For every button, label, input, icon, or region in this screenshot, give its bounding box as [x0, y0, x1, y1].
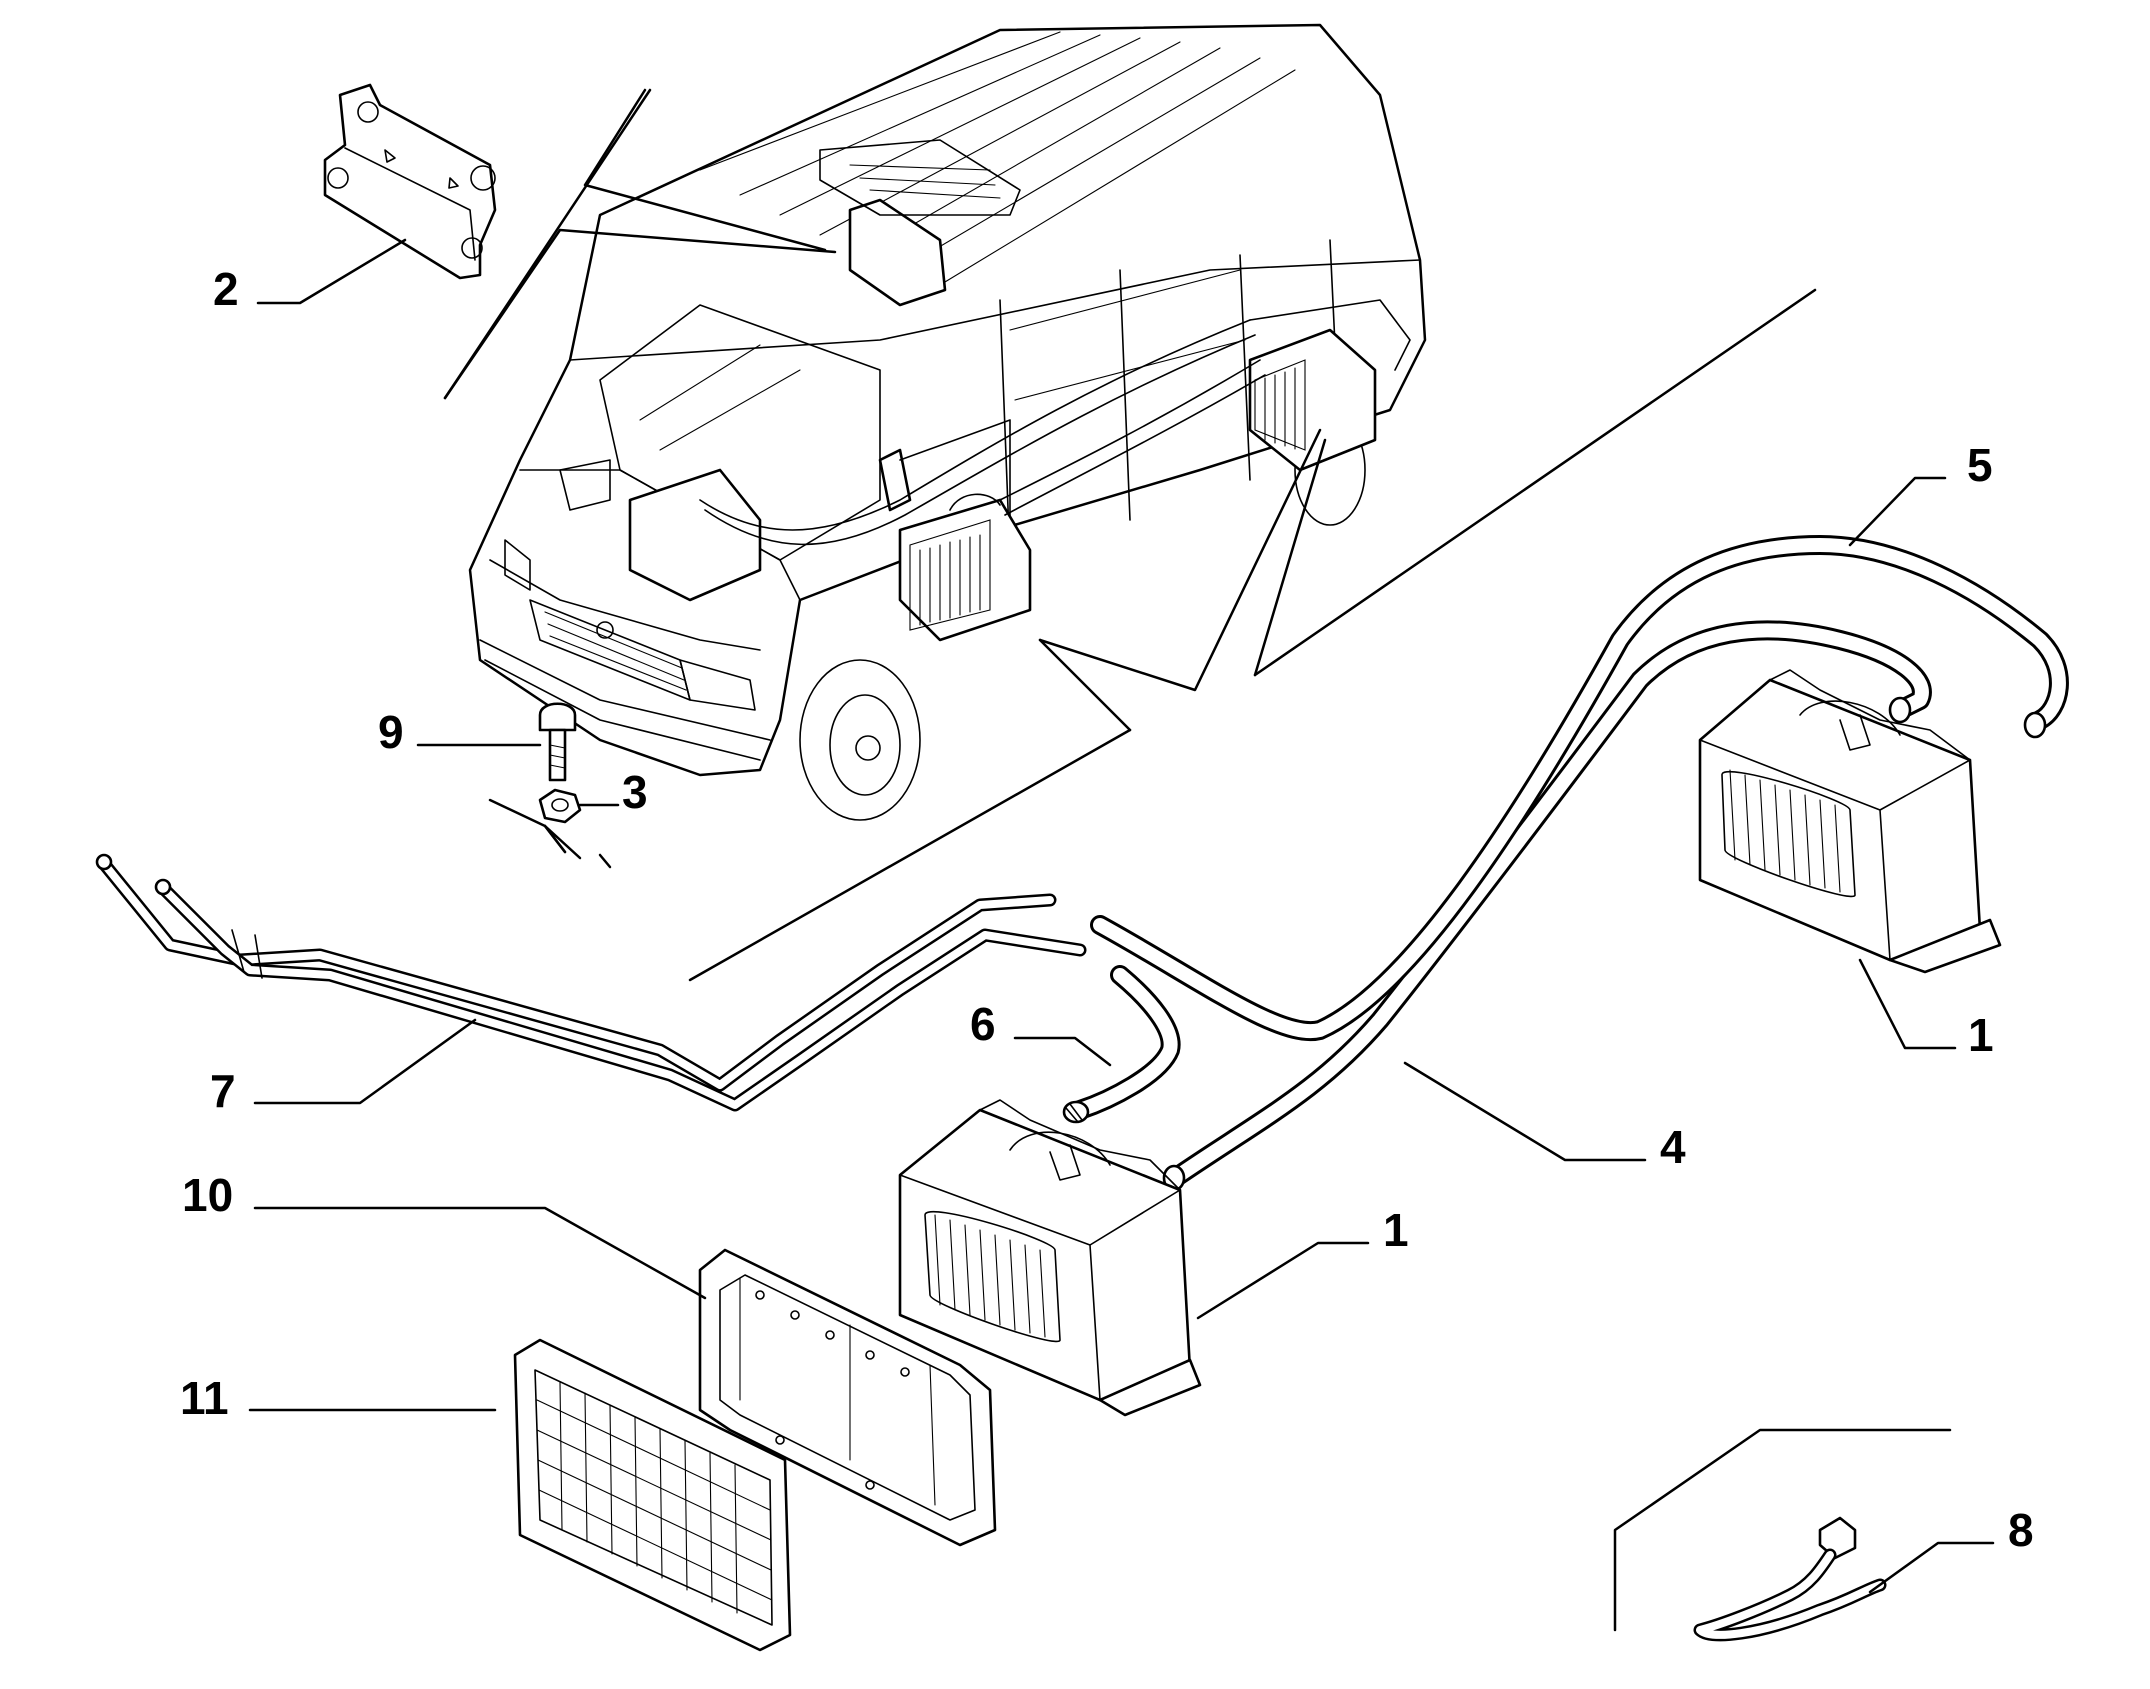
part-7-pipes: [95, 853, 1087, 1112]
part-3-nut: [538, 788, 582, 824]
callout-numbers: 2 9 3 5 6 7 4 1 1 10 11 8: [180, 263, 2034, 1556]
callout-11: 11: [180, 1372, 229, 1424]
callout-3: 3: [622, 766, 648, 818]
callout-1-rear: 1: [1968, 1009, 1994, 1061]
callout-6: 6: [970, 998, 996, 1050]
callout-9: 9: [378, 706, 404, 758]
callout-4: 4: [1660, 1121, 1686, 1173]
callout-2: 2: [213, 263, 239, 315]
part-9-bolt: [538, 702, 577, 782]
part-1-heater-rear: [1698, 669, 2002, 974]
part-10-frame: [698, 1248, 997, 1547]
part-1-heater-front: [898, 1099, 1202, 1417]
part-8-sensor: [1613, 1428, 1952, 1642]
part-2-bracket: [323, 83, 497, 280]
part-4-5-hoses: [1090, 535, 2069, 1192]
callout-1-front: 1: [1383, 1204, 1409, 1256]
callout-5: 5: [1967, 439, 1993, 491]
callout-leaders: [248, 238, 1995, 1594]
callout-10: 10: [182, 1169, 233, 1221]
callout-7: 7: [210, 1065, 236, 1117]
van-illustration: [468, 23, 1427, 821]
part-6-hose: [1062, 965, 1181, 1124]
van-guide-lines: [443, 88, 1817, 982]
callout-8: 8: [2008, 1504, 2034, 1556]
part-11-grille: [513, 1338, 792, 1652]
